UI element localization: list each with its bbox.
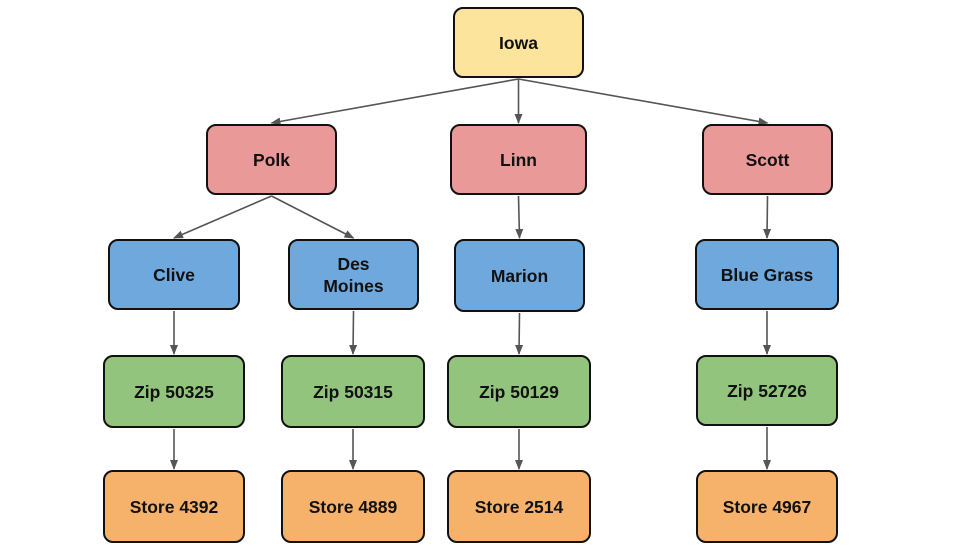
node-linn: Linn [450, 124, 587, 195]
node-iowa: Iowa [453, 7, 584, 78]
node-store-2514: Store 2514 [447, 470, 591, 543]
node-label: Clive [153, 264, 195, 285]
edge-iowa-to-polk [270, 78, 519, 126]
node-label: Store 4889 [308, 496, 398, 517]
node-label: Zip 50325 [134, 381, 214, 402]
node-label: Linn [500, 149, 537, 170]
node-label: Store 4392 [129, 496, 219, 517]
edge-linn-to-marion [515, 195, 524, 239]
node-label: Polk [253, 149, 290, 170]
node-label: Zip 50315 [313, 381, 393, 402]
node-label: Marion [490, 265, 549, 286]
node-label: Iowa [499, 32, 538, 53]
node-label: Blue Grass [720, 264, 814, 285]
edge-marion-to-zip50129 [515, 312, 524, 355]
node-zip-50315: Zip 50315 [281, 355, 425, 428]
edge-polk-to-clive [173, 195, 272, 239]
node-zip-50325: Zip 50325 [103, 355, 245, 428]
node-marion: Marion [454, 239, 585, 312]
node-blue-grass: Blue Grass [695, 239, 839, 310]
node-label: Store 2514 [474, 496, 564, 517]
node-label: Scott [745, 149, 790, 170]
edge-iowa-to-scott [518, 78, 769, 126]
node-polk: Polk [206, 124, 337, 195]
node-store-4392: Store 4392 [103, 470, 245, 543]
node-clive: Clive [108, 239, 240, 310]
node-label-line-2: Moines [323, 275, 384, 296]
edge-scott-to-bluegrass [763, 195, 772, 239]
node-des-moines: Des Moines [288, 239, 419, 310]
edge-desmoines-to-zip50315 [349, 310, 358, 355]
node-zip-50129: Zip 50129 [447, 355, 591, 428]
node-label-line-1: Des [337, 253, 370, 274]
node-zip-52726: Zip 52726 [696, 355, 838, 426]
node-label: Zip 52726 [727, 380, 807, 401]
node-label: Zip 50129 [479, 381, 559, 402]
node-label: Store 4967 [722, 496, 812, 517]
edge-polk-to-desmoines [271, 195, 355, 239]
node-scott: Scott [702, 124, 833, 195]
node-store-4889: Store 4889 [281, 470, 425, 543]
node-store-4967: Store 4967 [696, 470, 838, 543]
